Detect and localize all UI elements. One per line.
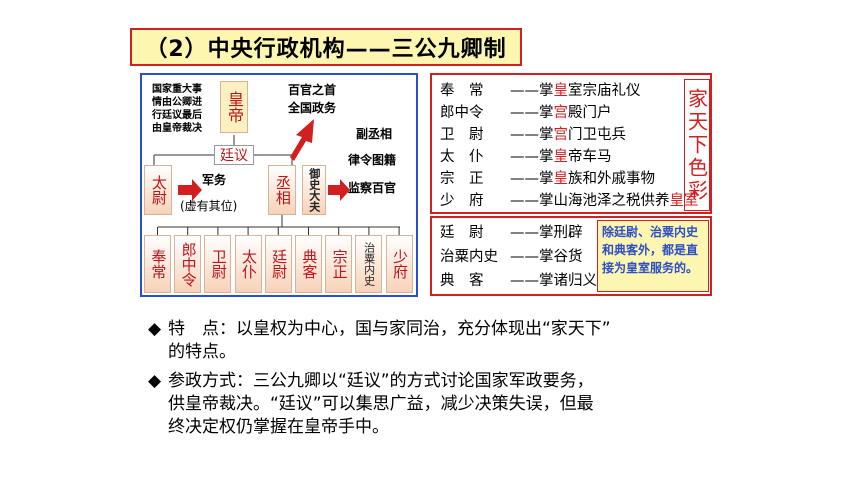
arrow-icon bbox=[178, 179, 202, 201]
bullet-feature: ◆ 特 点：以皇权为中心，国与家同治，充分体现出“家天下” 的特点。 bbox=[148, 318, 748, 364]
duty-row: 太 仆 ——掌皇帝车马 bbox=[440, 147, 612, 167]
emperor-box: 皇帝 bbox=[220, 81, 248, 133]
duty-prefix: ——掌山海池泽之税供养 bbox=[510, 193, 670, 209]
duty-table-state: 廷 尉——掌刑辟治粟内史——掌谷货典 客——掌诸归义蛮夷 bbox=[430, 216, 712, 296]
page-title: （2）中央行政机构——三公九卿制 bbox=[145, 37, 507, 62]
tingyi-box: 廷议 bbox=[214, 145, 254, 165]
duty-text: 帝车马 bbox=[568, 149, 612, 165]
minister-box: 郎中令 bbox=[174, 235, 202, 293]
duty-text: 门卫屯兵 bbox=[568, 127, 626, 143]
duty-text: 室宗庙礼仪 bbox=[568, 83, 641, 99]
duty-prefix: ——掌 bbox=[510, 149, 554, 165]
bullet-line: 终决定权仍掌握在皇帝手中。 bbox=[168, 417, 389, 437]
minister-name: 少 府 bbox=[440, 193, 484, 209]
duty-text: 族和外戚事物 bbox=[568, 171, 655, 187]
nine-ministers: 奉常郎中令卫尉太仆廷尉典客宗正治粟内史少府 bbox=[142, 235, 416, 295]
minister-box: 治粟内史 bbox=[355, 235, 383, 293]
duty-highlight: 皇 bbox=[553, 83, 569, 99]
duty-text: ——掌谷货 bbox=[510, 249, 583, 265]
duty-prefix: ——掌 bbox=[510, 171, 554, 187]
duty-highlight: 宫 bbox=[553, 127, 569, 143]
family-empire-badge: 家天下色彩 bbox=[684, 79, 710, 211]
minister-box: 少府 bbox=[385, 235, 413, 293]
org-connectors bbox=[153, 119, 400, 235]
chengxiang-role-1: 百官之首 bbox=[288, 83, 337, 97]
title-banner: （2）中央行政机构——三公九卿制 bbox=[130, 28, 522, 66]
bullet-line: 特 点：以皇权为中心，国与家同治，充分体现出“家天下” bbox=[168, 319, 611, 339]
duty-row: 少 府——掌山海池泽之税供养皇室 bbox=[440, 191, 699, 211]
note-line: 国家重大事 bbox=[152, 84, 202, 95]
bullet-method: ◆ 参政方式：三公九卿以“廷议”的方式讨论国家军政要务， 供皇帝裁决。“廷议”可以… bbox=[148, 370, 748, 439]
note-line: 行廷议最后 bbox=[152, 110, 202, 121]
org-chart: 国家重大事 情由公卿进 行廷议最后 由皇帝裁决 皇帝 廷议 百官之首 全国政务 … bbox=[140, 73, 418, 297]
minister-box: 奉常 bbox=[144, 235, 171, 293]
note-callout: 除廷尉、治粟内史和典客外，都是直接为皇室服务的。 bbox=[597, 220, 709, 292]
bullet-line: 供皇帝裁决。“廷议”可以集思广益，减少决策失误，但最 bbox=[168, 394, 594, 414]
duty-row: 奉 常 ——掌皇室宗庙礼仪 bbox=[440, 81, 641, 101]
duty-text: 殿门户 bbox=[568, 105, 612, 121]
minister-name: 卫 尉 bbox=[440, 127, 484, 143]
yushi-role-1: 副丞相 bbox=[356, 127, 393, 141]
tingyi-note: 国家重大事 情由公卿进 行廷议最后 由皇帝裁决 bbox=[148, 81, 206, 137]
duty-prefix: ——掌 bbox=[510, 105, 554, 121]
minister-box: 卫尉 bbox=[204, 235, 232, 293]
chengxiang-box: 丞相 bbox=[268, 165, 296, 215]
duty-row: 卫 尉 ——掌宫门卫屯兵 bbox=[440, 125, 626, 145]
duty-row: 治粟内史 ——掌谷货 bbox=[440, 247, 583, 267]
minister-name: 宗 正 bbox=[440, 171, 484, 187]
bullet-marker: ◆ bbox=[148, 319, 162, 339]
duty-prefix: ——掌 bbox=[510, 127, 554, 143]
duty-row: 廷 尉 ——掌刑辟 bbox=[440, 223, 583, 243]
minister-name: 治粟内史 bbox=[440, 249, 498, 265]
bullet-line: 的特点。 bbox=[168, 342, 236, 362]
minister-name: 太 仆 bbox=[440, 149, 484, 165]
duty-prefix: ——掌 bbox=[510, 83, 554, 99]
duty-highlight: 宫 bbox=[553, 105, 569, 121]
chengxiang-role-2: 全国政务 bbox=[288, 101, 337, 115]
taiwei-note: (虚有其位) bbox=[180, 199, 238, 213]
arrow-icon bbox=[328, 179, 350, 201]
minister-name: 郎中令 bbox=[440, 105, 484, 121]
duty-text: ——掌刑辟 bbox=[510, 225, 583, 241]
bullet-marker: ◆ bbox=[148, 371, 162, 391]
minister-name: 典 客 bbox=[440, 273, 484, 289]
taiwei-role: 军务 bbox=[202, 173, 227, 187]
minister-box: 典客 bbox=[295, 235, 322, 293]
yushi-box: 御史大夫 bbox=[302, 165, 326, 215]
taiwei-box: 太尉 bbox=[144, 165, 172, 215]
note-line: 情由公卿进 bbox=[152, 97, 202, 108]
arrow-icon bbox=[290, 119, 314, 161]
minister-name: 廷 尉 bbox=[440, 225, 484, 241]
duty-highlight: 皇 bbox=[553, 171, 569, 187]
minister-box: 廷尉 bbox=[264, 235, 292, 293]
yushi-role-3: 监察百官 bbox=[348, 181, 397, 195]
minister-box: 太仆 bbox=[234, 235, 262, 293]
minister-name: 奉 常 bbox=[440, 83, 484, 99]
duty-row: 郎中令 ——掌宫殿门户 bbox=[440, 103, 612, 123]
duty-highlight: 皇 bbox=[553, 149, 569, 165]
duty-table-imperial: 奉 常——掌皇室宗庙礼仪郎中令——掌宫殿门户卫 尉——掌宫门卫屯兵太 仆——掌皇… bbox=[430, 73, 712, 214]
yushi-role-2: 律令图籍 bbox=[348, 153, 397, 167]
duty-row: 宗 正 ——掌皇族和外戚事物 bbox=[440, 169, 655, 189]
bullet-line: 参政方式：三公九卿以“廷议”的方式讨论国家军政要务， bbox=[168, 371, 594, 391]
minister-box: 宗正 bbox=[325, 235, 353, 293]
note-line: 由皇帝裁决 bbox=[152, 123, 202, 134]
